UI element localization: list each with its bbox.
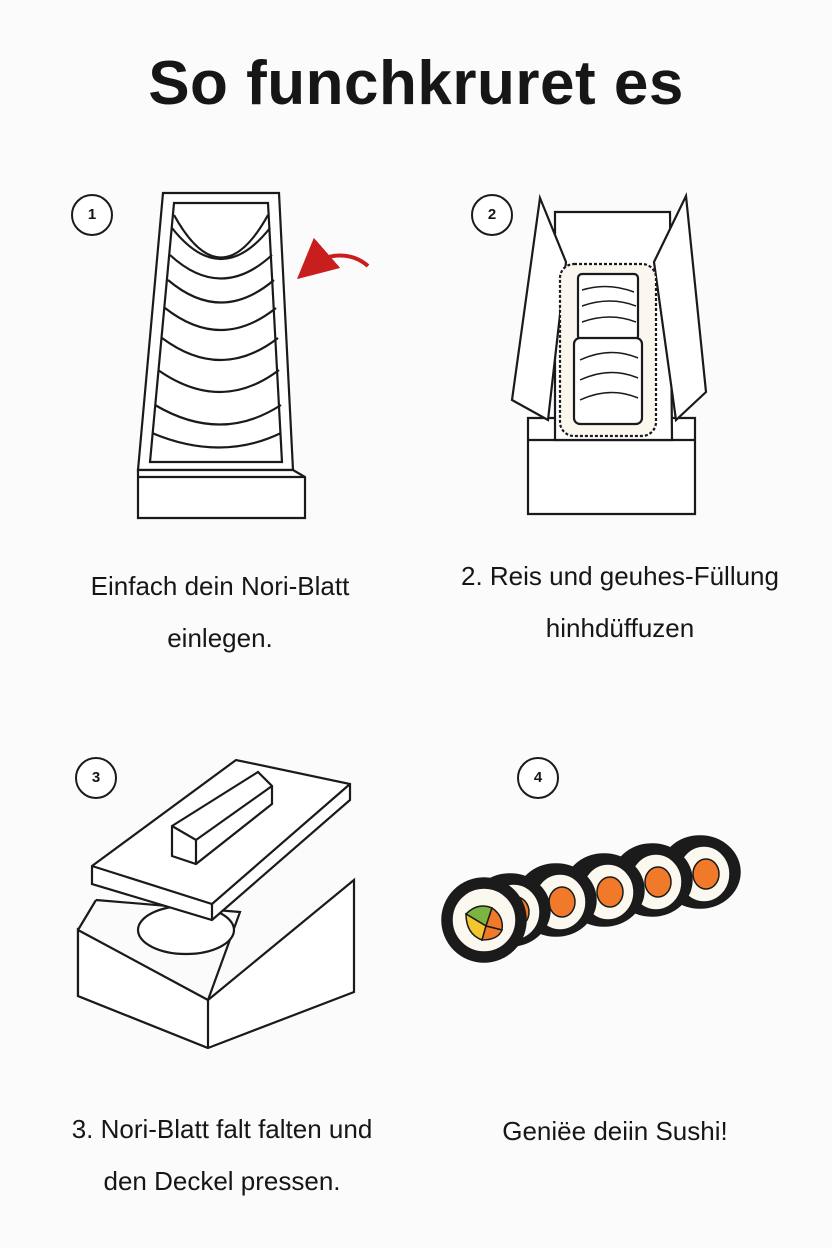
step-1-caption-line-2: einlegen. bbox=[167, 623, 273, 653]
step-2-caption-line-1: 2. Reis und geuhes-Füllung bbox=[461, 561, 779, 591]
step-1-caption: Einfach dein Nori-Blatt einlegen. bbox=[30, 560, 410, 664]
step-4-number: 4 bbox=[517, 757, 559, 799]
step-4-sushi-illustration bbox=[442, 836, 740, 962]
step-3-number: 3 bbox=[75, 757, 117, 799]
insert-arrow-icon bbox=[296, 237, 368, 280]
page-title: So funchkruret es bbox=[148, 49, 684, 118]
step-2-caption: 2. Reis und geuhes-Füllung hinhdüffuzen bbox=[418, 550, 822, 654]
step-2-filling-illustration bbox=[512, 196, 706, 514]
step-4-caption: Geniëe deiin Sushi! bbox=[430, 1105, 800, 1157]
step-1-caption-line-1: Einfach dein Nori-Blatt bbox=[90, 571, 350, 601]
step-3-caption-line-1: 3. Nori-Blatt falt falten und bbox=[71, 1114, 373, 1144]
step-3-caption: 3. Nori-Blatt falt falten und den Deckel… bbox=[20, 1103, 424, 1207]
step-3-caption-line-2: den Deckel pressen. bbox=[103, 1166, 341, 1196]
step-1-number: 1 bbox=[71, 194, 113, 236]
step-2-number: 2 bbox=[471, 194, 513, 236]
step-3-press-illustration bbox=[78, 760, 354, 1048]
step-4-caption-line-1: Geniëe deiin Sushi! bbox=[502, 1116, 728, 1146]
step-2-caption-line-2: hinhdüffuzen bbox=[545, 613, 695, 643]
step-1-mold-illustration bbox=[138, 193, 305, 518]
